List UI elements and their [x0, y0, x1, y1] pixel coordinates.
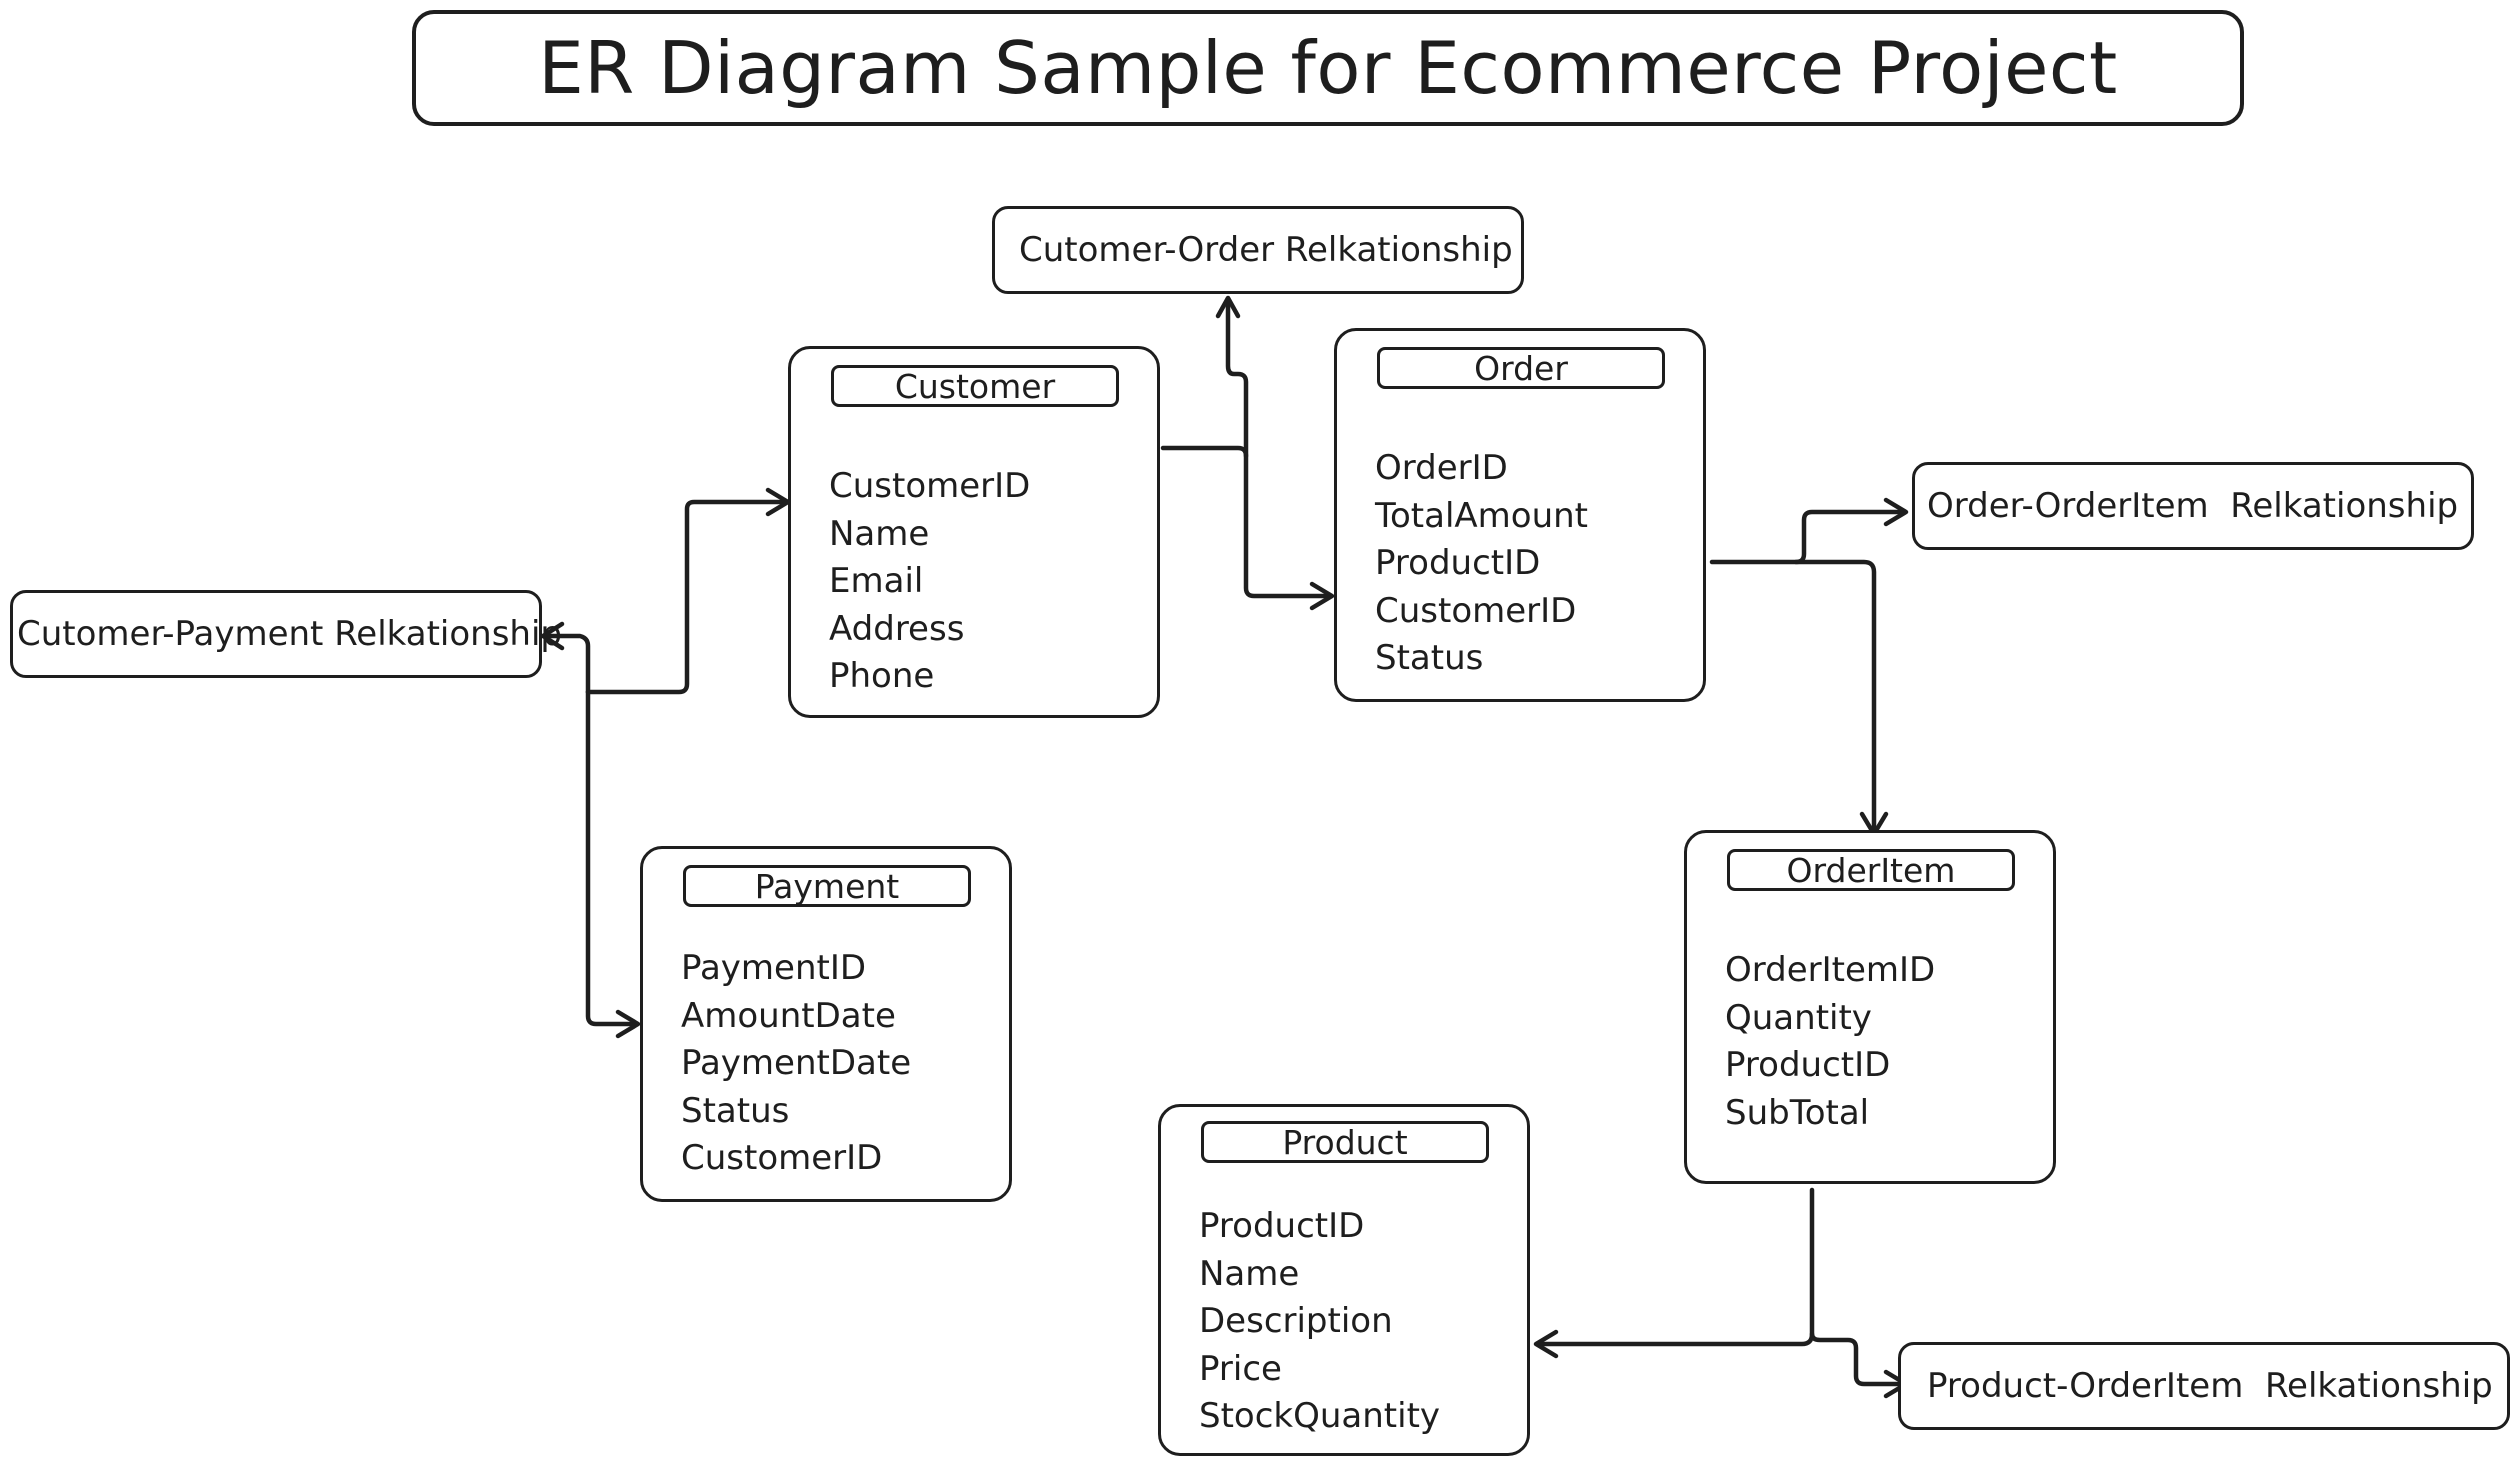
arrowhead-customer-order-rel	[1215, 295, 1241, 319]
field-customerid: CustomerID	[681, 1138, 883, 1178]
connector-payment	[585, 689, 639, 1027]
relationship-label: Cutomer-Order Relkationship	[1019, 230, 1513, 270]
field-status: Status	[1375, 638, 1484, 678]
connector-product-orderitem-rel	[1809, 1331, 1907, 1387]
connector-order-orderitem-rel	[1793, 509, 1907, 565]
connector-orderitem-product	[1535, 1187, 1815, 1347]
field-totalamount: TotalAmount	[1375, 495, 1589, 536]
field-quantity: Quantity	[1725, 997, 1872, 1038]
field-orderid: OrderID	[1375, 448, 1508, 488]
field-paymentdate: PaymentDate	[681, 1043, 912, 1083]
diagram-title-box: ER Diagram Sample for Ecommerce Project	[412, 10, 2244, 126]
connector-order-orderitem	[1709, 559, 1877, 835]
field-customerid: CustomerID	[829, 466, 1031, 506]
entity-title: OrderItem	[1786, 850, 1956, 890]
field-orderitemid: OrderItemID	[1725, 950, 1936, 990]
entity-product: Product ProductID Name Description Price…	[1158, 1104, 1530, 1456]
entity-customer: Customer CustomerID Name Email Address P…	[788, 346, 1160, 718]
field-description: Description	[1199, 1301, 1393, 1341]
entity-header: Order	[1377, 347, 1665, 389]
arrowhead-product	[1533, 1329, 1559, 1359]
relationship-label: Cutomer-Payment Relkationship	[17, 614, 562, 654]
field-amountdate: AmountDate	[681, 995, 896, 1036]
arrowhead-payment	[615, 1009, 641, 1039]
entity-header: OrderItem	[1727, 849, 2015, 891]
field-address: Address	[829, 608, 965, 649]
connector-customer-order	[1160, 445, 1333, 599]
field-stockquantity: StockQuantity	[1199, 1396, 1441, 1436]
relationship-label: Order-OrderItem Relkationship	[1927, 486, 2459, 526]
entity-header: Product	[1201, 1121, 1489, 1163]
entity-title: Product	[1282, 1122, 1408, 1162]
arrowhead-order-orderitem-rel	[1883, 497, 1909, 527]
field-status: Status	[681, 1090, 790, 1131]
field-list: ProductID Name Description Price StockQu…	[1199, 1203, 1440, 1441]
field-name: Name	[1199, 1253, 1300, 1294]
arrowhead-order	[1309, 581, 1335, 611]
field-list: OrderItemID Quantity ProductID SubTotal	[1725, 947, 1935, 1137]
entity-orderitem: OrderItem OrderItemID Quantity ProductID…	[1684, 830, 2056, 1184]
field-price: Price	[1199, 1348, 1282, 1389]
relationship-customer-payment: Cutomer-Payment Relkationship	[10, 590, 562, 678]
relationship-product-orderitem: Product-OrderItem Relkationship	[1898, 1342, 2510, 1430]
relationship-customer-order: Cutomer-Order Relkationship	[992, 206, 1524, 294]
connector-payment-rel	[542, 633, 591, 695]
entity-title: Payment	[754, 866, 900, 906]
connector-customer-order-rel	[1225, 297, 1249, 459]
field-productid: ProductID	[1199, 1206, 1365, 1246]
field-productid: ProductID	[1725, 1045, 1891, 1085]
entity-header: Customer	[831, 365, 1119, 407]
entity-order: Order OrderID TotalAmount ProductID Cust…	[1334, 328, 1706, 702]
connector-customer-branch	[585, 499, 789, 695]
diagram-title: ER Diagram Sample for Ecommerce Project	[538, 26, 2118, 110]
entity-header: Payment	[683, 865, 971, 907]
arrowhead-customer-payment-rel	[540, 621, 565, 651]
relationship-order-orderitem: Order-OrderItem Relkationship	[1912, 462, 2474, 550]
entity-payment: Payment PaymentID AmountDate PaymentDate…	[640, 846, 1012, 1202]
field-customerid: CustomerID	[1375, 590, 1577, 631]
field-email: Email	[829, 561, 924, 601]
field-name: Name	[829, 513, 930, 554]
entity-title: Order	[1474, 348, 1568, 388]
field-paymentid: PaymentID	[681, 948, 867, 988]
field-subtotal: SubTotal	[1725, 1092, 1870, 1133]
field-list: PaymentID AmountDate PaymentDate Status …	[681, 945, 911, 1183]
field-list: CustomerID Name Email Address Phone	[829, 463, 1030, 701]
relationship-label: Product-OrderItem Relkationship	[1927, 1366, 2493, 1406]
field-list: OrderID TotalAmount ProductID CustomerID…	[1375, 445, 1588, 683]
field-productid: ProductID	[1375, 543, 1541, 583]
field-phone: Phone	[829, 656, 935, 696]
entity-title: Customer	[894, 366, 1056, 406]
